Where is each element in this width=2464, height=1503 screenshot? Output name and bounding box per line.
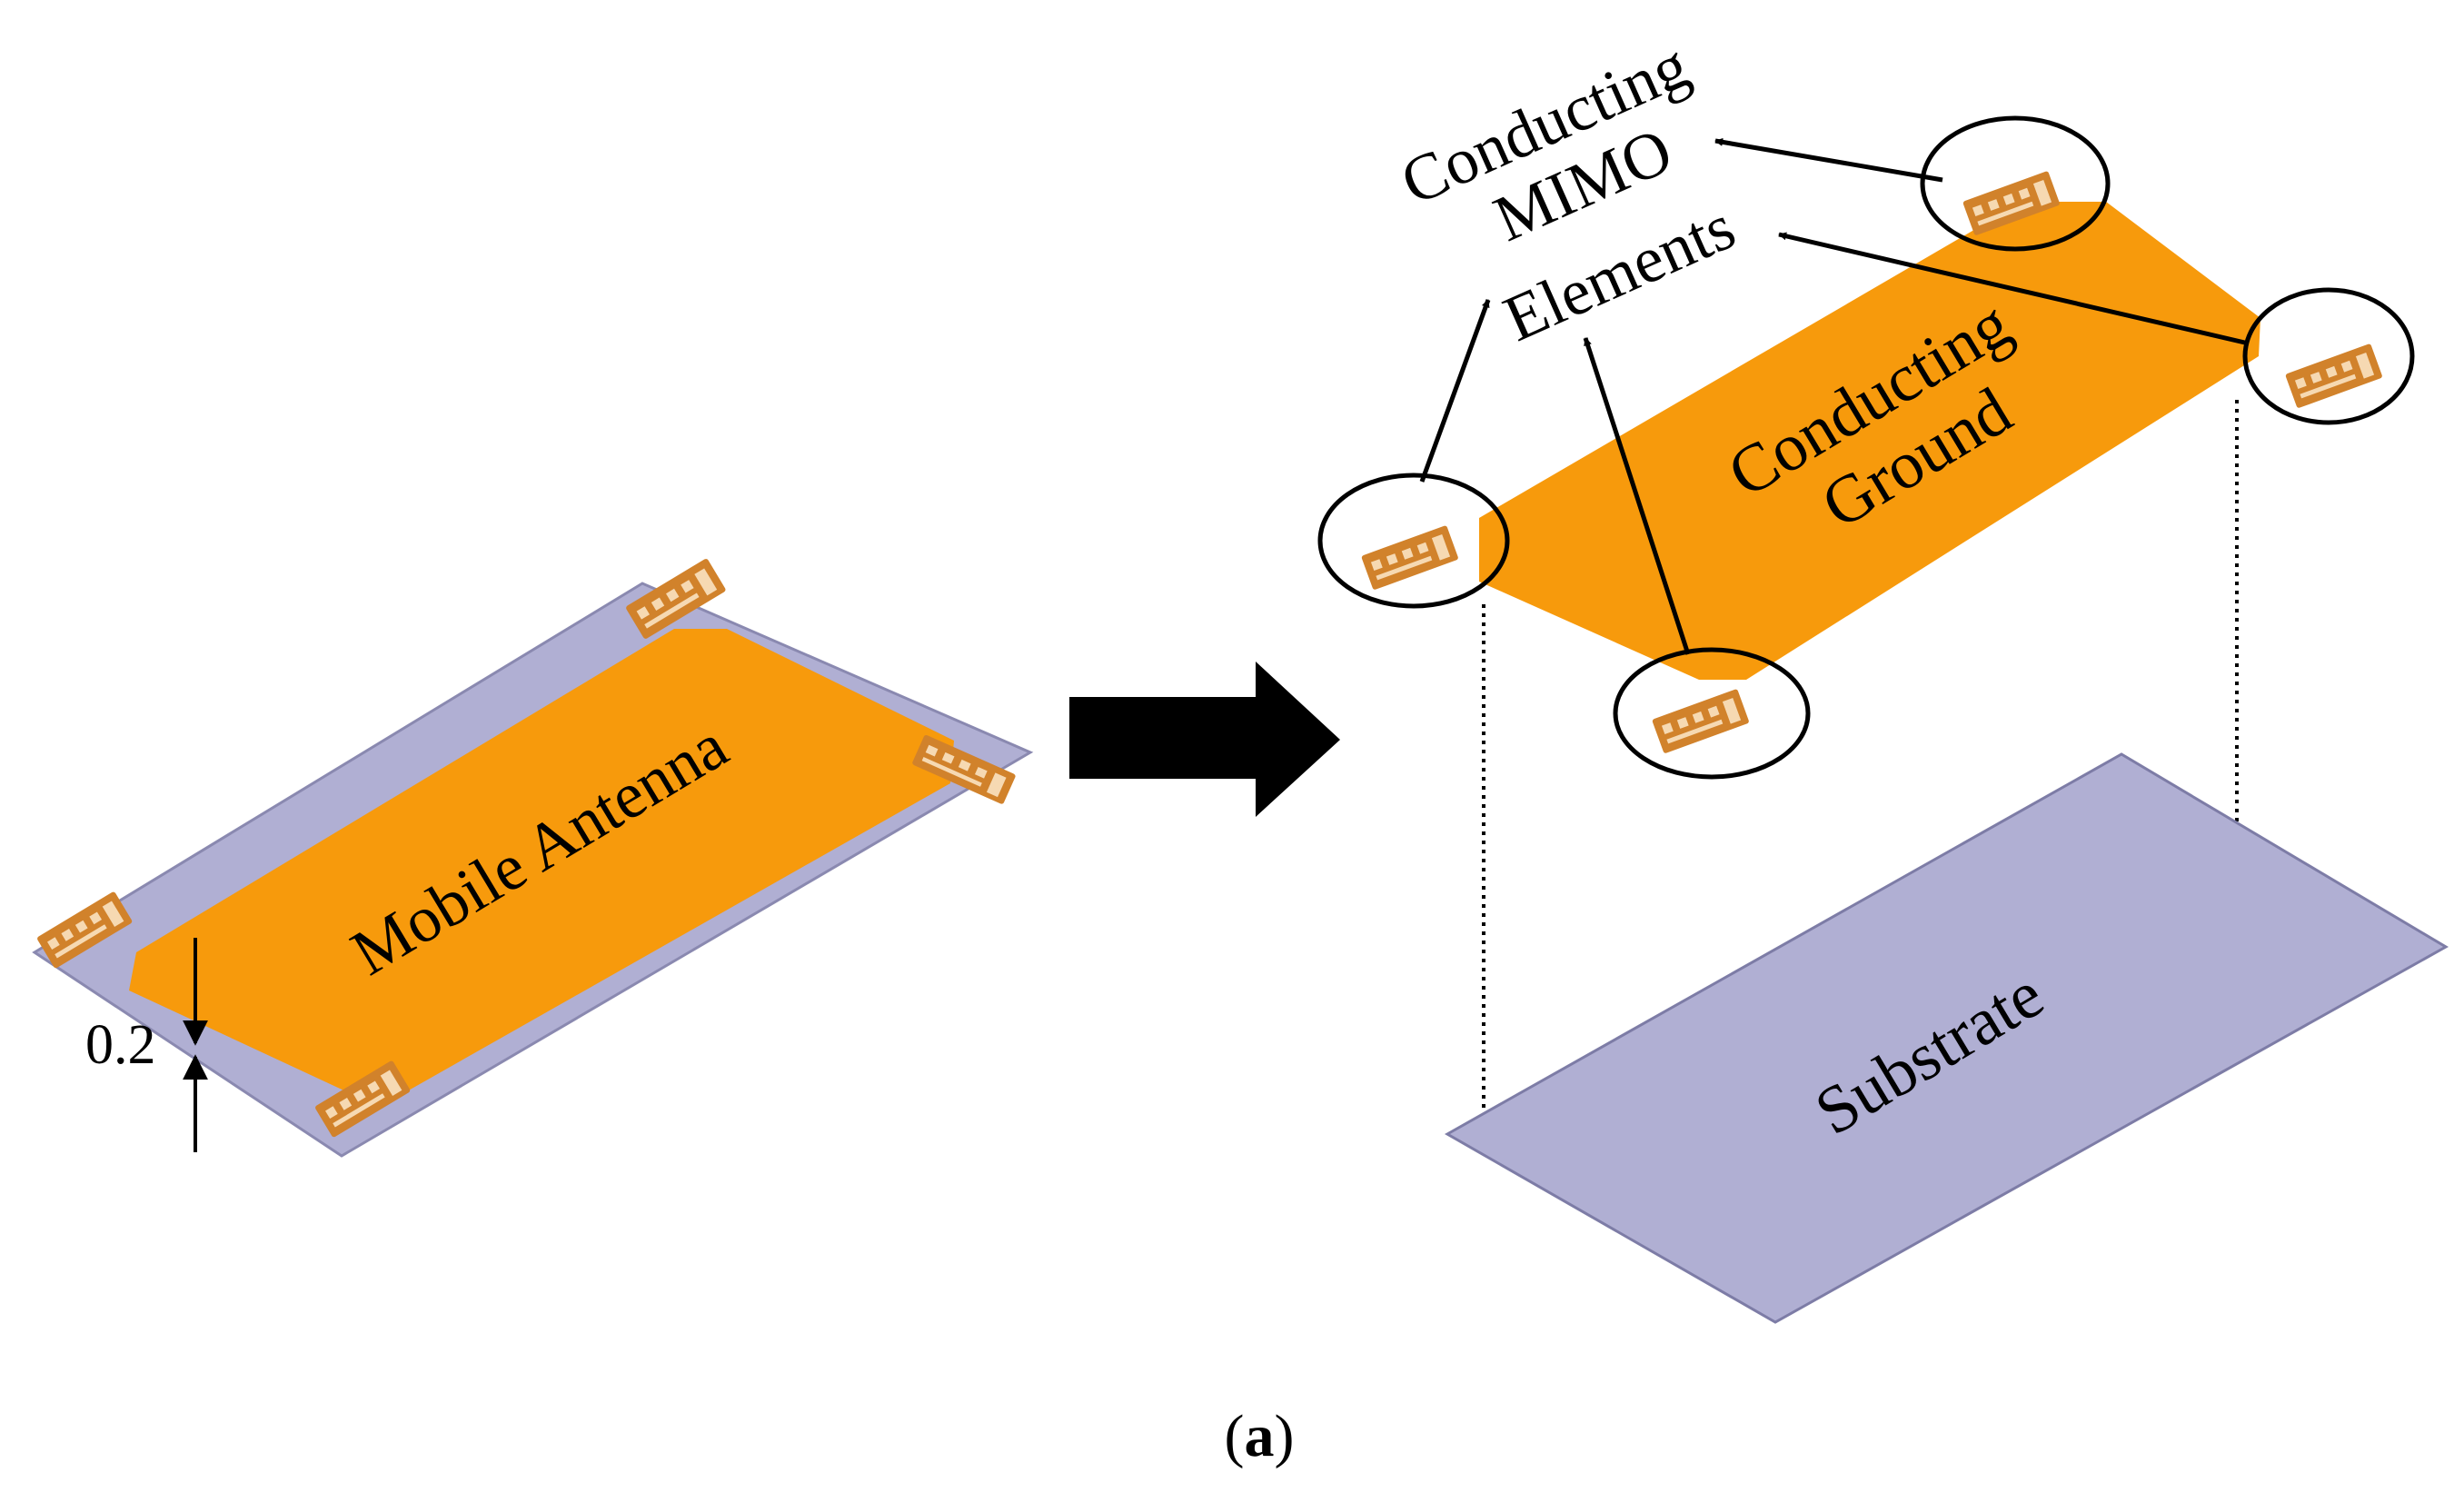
mimo-element — [1361, 524, 1459, 591]
figure-caption: (a) — [1225, 1403, 1295, 1469]
mobile-antenna: Mobile Antenna 0.2 — [32, 557, 1034, 1158]
caption-letter: a — [1245, 1403, 1275, 1469]
highlight-circle — [2242, 287, 2415, 425]
highlight-circle — [1613, 647, 1811, 780]
caption-close-paren: ) — [1275, 1403, 1295, 1469]
exploded-view: Substrate Conducting Ground Conducting M… — [1317, 28, 2449, 1324]
caption-open-paren: ( — [1225, 1403, 1245, 1469]
conducting-ground-plane — [1479, 202, 2260, 680]
substrate-layer — [1444, 752, 2449, 1324]
mimo-element — [2285, 343, 2383, 409]
dimension-label: 0.2 — [85, 1014, 156, 1076]
highlight-circle — [1317, 473, 1510, 609]
mimo-element — [1652, 688, 1750, 754]
transition-arrow — [1069, 662, 1340, 817]
leader-arrow — [1419, 299, 1491, 483]
leader-arrow — [1714, 137, 1943, 183]
highlight-circle — [1920, 115, 2111, 252]
leader-arrow — [1583, 337, 1691, 655]
leader-arrow — [1778, 232, 2250, 346]
antenna-ground-plane — [129, 629, 954, 1100]
